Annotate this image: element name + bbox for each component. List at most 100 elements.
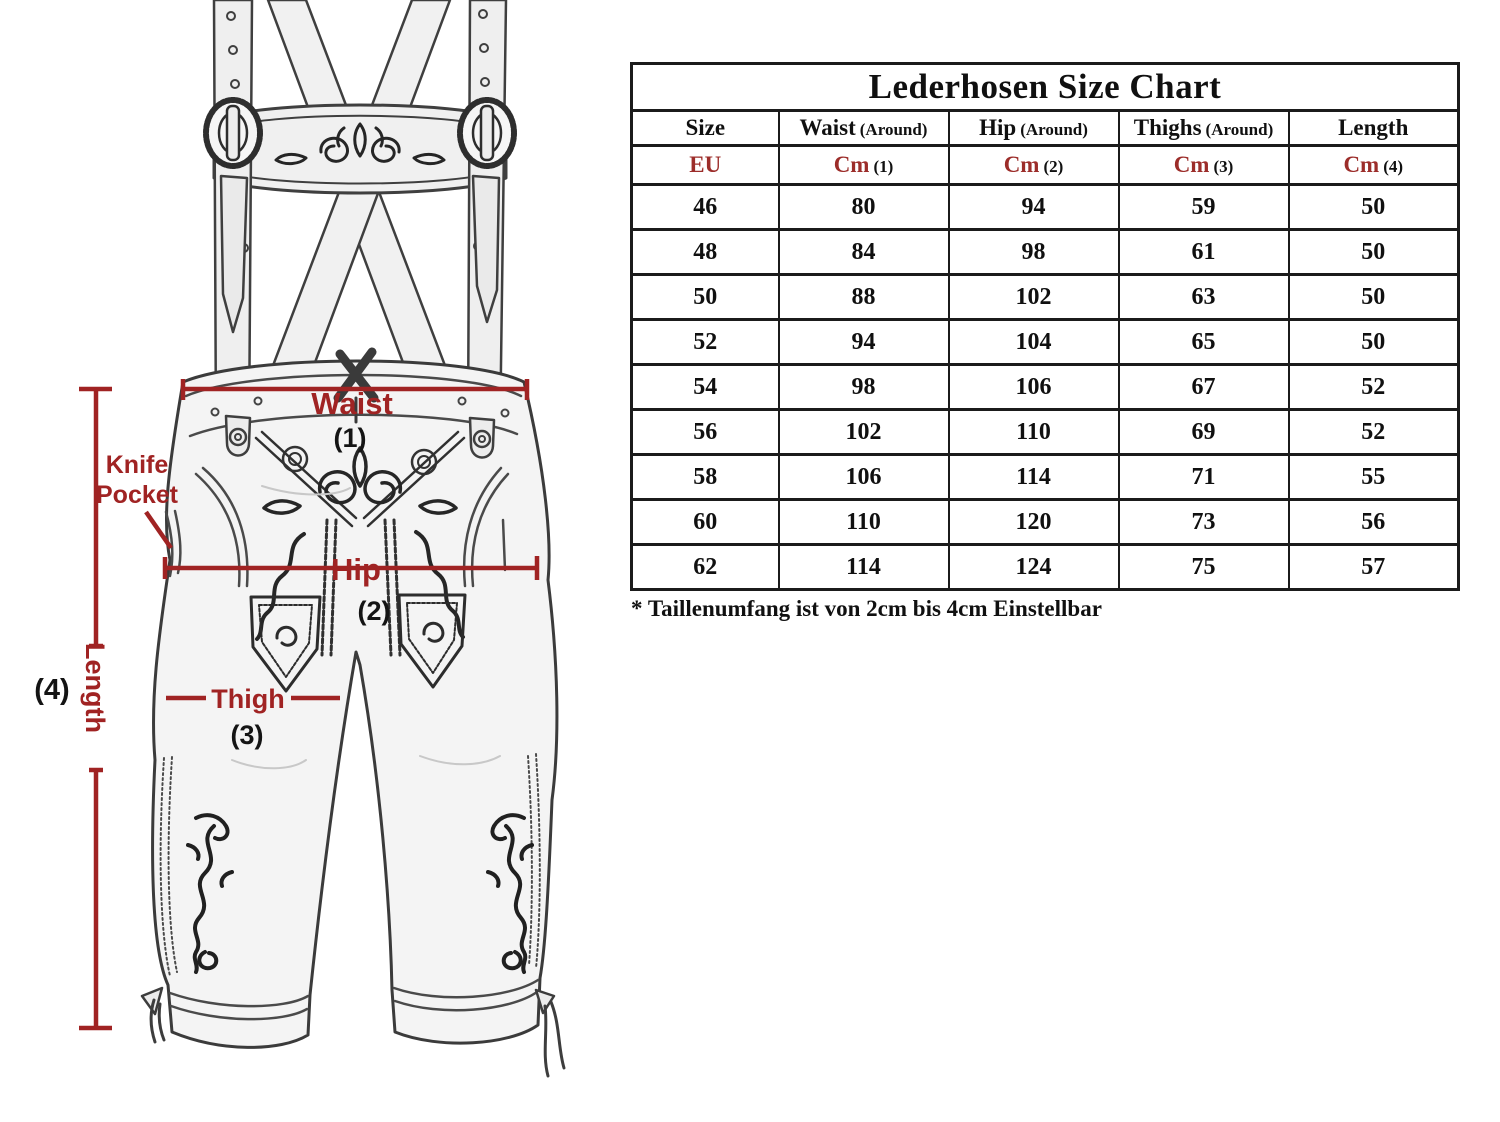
table-cell: 114 — [777, 543, 950, 591]
table-cell: 60 — [630, 498, 780, 546]
unit-number: (1) — [873, 157, 894, 176]
waist-label: Waist — [311, 386, 393, 421]
column-header-label: Hip — [979, 115, 1017, 140]
table-cell: 106 — [777, 453, 950, 501]
table-cell: 48 — [630, 228, 780, 276]
table-cell: 50 — [630, 273, 780, 321]
knee-cuffs — [168, 978, 540, 1021]
table-cell: 98 — [777, 363, 950, 411]
column-header-sub: (Around) — [859, 120, 928, 139]
measurement-annotations — [79, 379, 540, 1031]
unit-label: Cm — [1173, 152, 1210, 177]
unit-cell: Cm (2) — [947, 144, 1120, 186]
unit-label: Cm — [1003, 152, 1040, 177]
size-table: Lederhosen Size Chart Size Waist (Around… — [630, 62, 1460, 591]
table-cell: 61 — [1117, 228, 1290, 276]
table-cell: 59 — [1117, 183, 1290, 231]
leg-embroidery-left — [186, 813, 234, 974]
table-cell: 110 — [777, 498, 950, 546]
knife-pocket-label: Pocket — [96, 481, 179, 509]
leg-embroidery-right — [486, 813, 534, 974]
hip-label: Hip — [331, 552, 381, 587]
table-cell: 50 — [1287, 183, 1460, 231]
table-cell: 75 — [1117, 543, 1290, 591]
table-cell: 73 — [1117, 498, 1290, 546]
table-cell: 52 — [630, 318, 780, 366]
buckle-right — [457, 97, 517, 169]
front-flap-braid — [254, 430, 466, 657]
table-cell: 71 — [1117, 453, 1290, 501]
table-cell: 57 — [1287, 543, 1460, 591]
table-cell: 69 — [1117, 408, 1290, 456]
column-header-hip: Hip (Around) — [947, 109, 1120, 147]
table-cell: 63 — [1117, 273, 1290, 321]
side-pocket-left — [194, 466, 249, 588]
pocket-shield-right — [397, 593, 467, 689]
strap-tab-right — [468, 416, 496, 459]
strap-loose-end-right — [471, 174, 501, 324]
table-cell: 114 — [947, 453, 1120, 501]
unit-label: EU — [689, 152, 722, 177]
table-cell: 62 — [630, 543, 780, 591]
table-cell: 52 — [1287, 363, 1460, 411]
title-row: Lederhosen Size Chart — [630, 62, 1460, 112]
seam-braids — [159, 753, 541, 977]
table-cell: 54 — [630, 363, 780, 411]
column-header-size: Size — [630, 109, 780, 147]
column-header-length: Length — [1287, 109, 1460, 147]
cuff-lace-left — [140, 986, 166, 1044]
header-row: Size Waist (Around) Hip (Around) Thighs … — [630, 109, 1460, 147]
lederhosen-diagram: Waist (1) Hip (2) Thigh (3) Length (4) K… — [34, 0, 566, 1078]
buckle-left — [203, 97, 263, 169]
knife-pocket-pointer — [144, 510, 173, 550]
table-cell: 120 — [947, 498, 1120, 546]
unit-row: EU Cm (1) Cm (2) Cm (3) Cm (4) — [630, 144, 1460, 186]
length-number: (4) — [34, 674, 69, 706]
chest-embroidery — [274, 122, 446, 166]
unit-cell: Cm (4) — [1287, 144, 1460, 186]
table-cell: 98 — [947, 228, 1120, 276]
column-header-thighs: Thighs (Around) — [1117, 109, 1290, 147]
table-cell: 110 — [947, 408, 1120, 456]
table-cell: 102 — [947, 273, 1120, 321]
unit-cell: Cm (3) — [1117, 144, 1290, 186]
table-cell: 56 — [1287, 498, 1460, 546]
waist-number: (1) — [334, 423, 367, 453]
table-cell: 124 — [947, 543, 1120, 591]
strap-tab-left — [224, 414, 252, 457]
unit-number: (2) — [1043, 157, 1064, 176]
table-cell: 67 — [1117, 363, 1290, 411]
column-header-label: Length — [1338, 115, 1409, 140]
table-cell: 65 — [1117, 318, 1290, 366]
flap-embroidery — [262, 446, 458, 515]
table-footnote: * Taillenumfang ist von 2cm bis 4cm Eins… — [631, 596, 1102, 621]
table-cell: 55 — [1287, 453, 1460, 501]
table-cell: 50 — [1287, 318, 1460, 366]
table-cell: 52 — [1287, 408, 1460, 456]
table-cell: 50 — [1287, 228, 1460, 276]
table-cell: 88 — [777, 273, 950, 321]
table-cell: 84 — [777, 228, 950, 276]
column-header-label: Thighs — [1133, 115, 1202, 140]
unit-label: Cm — [1343, 152, 1380, 177]
length-label: Length — [80, 643, 110, 733]
cuff-lace-right — [534, 988, 566, 1078]
pocket-shield-left — [249, 595, 322, 693]
table-cell: 94 — [947, 183, 1120, 231]
knife-pocket-label: Knife — [106, 451, 169, 479]
table-cell: 106 — [947, 363, 1120, 411]
table-cell: 104 — [947, 318, 1120, 366]
table-cell: 94 — [777, 318, 950, 366]
hip-number: (2) — [358, 596, 391, 626]
side-pocket-right — [462, 466, 510, 588]
unit-cell: EU — [630, 144, 780, 186]
table-title: Lederhosen Size Chart — [630, 62, 1460, 112]
